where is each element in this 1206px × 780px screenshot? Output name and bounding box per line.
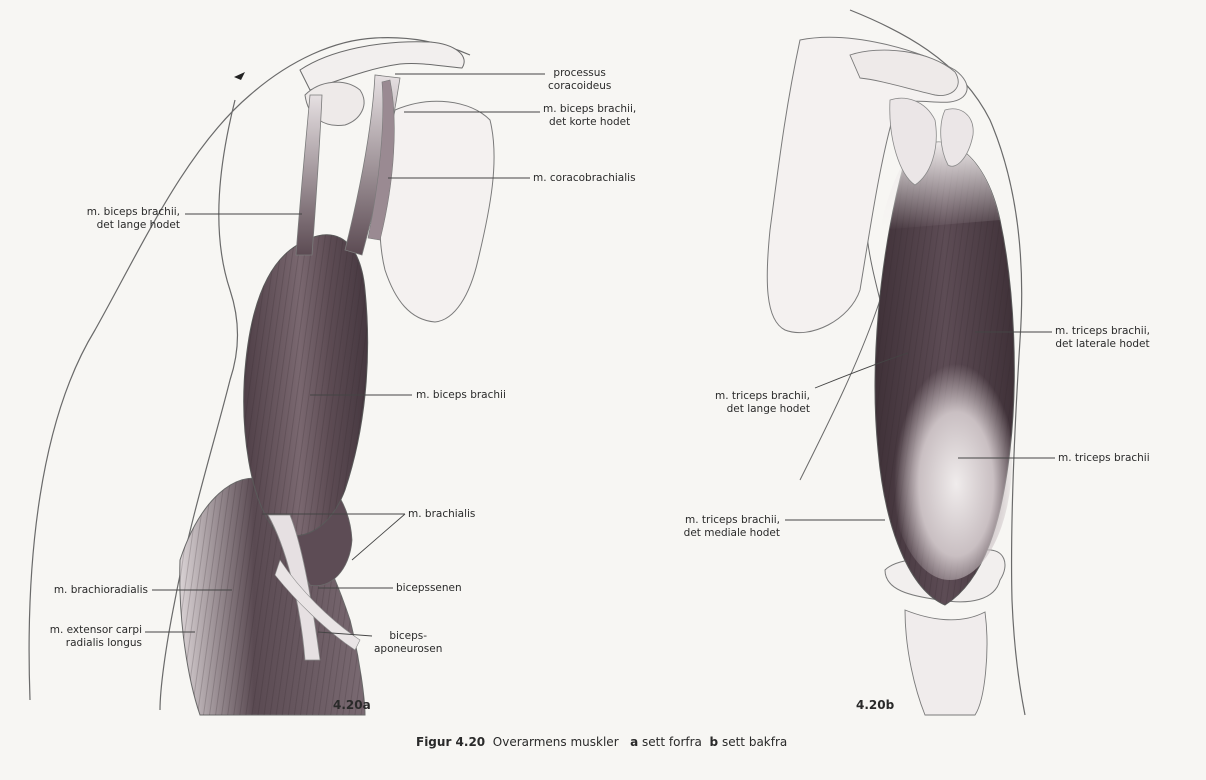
panel-id-a: 4.20a <box>333 698 371 712</box>
label-brachialis: m. brachialis <box>408 508 475 521</box>
panel-b-back-view <box>767 10 1025 715</box>
label-biceps-brachii: m. biceps brachii <box>416 389 506 402</box>
label-coracobrachialis: m. coracobrachialis <box>533 172 636 185</box>
caption-title: Overarmens muskler <box>493 735 619 749</box>
label-biceps-long-head: m. biceps brachii, det lange hodet <box>50 206 180 232</box>
triceps-tendon-area <box>888 340 1012 580</box>
label-extensor-carpi: m. extensor carpi radialis longus <box>10 624 142 650</box>
caption-a-letter: a <box>630 735 638 749</box>
figure-caption: Figur 4.20 Overarmens muskler a sett for… <box>416 735 787 749</box>
panel-id-b: 4.20b <box>856 698 894 712</box>
label-triceps-medial-head: m. triceps brachii, det mediale hodet <box>660 514 780 540</box>
label-triceps-brachii: m. triceps brachii <box>1058 452 1150 465</box>
label-biceps-aponeurosen: biceps- aponeurosen <box>374 630 442 656</box>
caption-figure-number: Figur 4.20 <box>416 735 485 749</box>
caption-a-text: sett forfra <box>642 735 702 749</box>
panel-a-front-view <box>29 38 494 715</box>
label-processus-coracoideus: processus coracoideus <box>548 67 611 93</box>
label-triceps-lateral-head: m. triceps brachii, det laterale hodet <box>1055 325 1150 351</box>
label-bicepssenen: bicepssenen <box>396 582 462 595</box>
label-brachioradialis: m. brachioradialis <box>20 584 148 597</box>
forearm-b <box>905 610 987 715</box>
caption-b-letter: b <box>710 735 719 749</box>
scapula-a <box>380 101 494 322</box>
label-biceps-short-head: m. biceps brachii, det korte hodet <box>543 103 636 129</box>
biceps-long-head-tendon <box>296 95 322 255</box>
caption-b-text: sett bakfra <box>722 735 787 749</box>
label-triceps-long-head: m. triceps brachii, det lange hodet <box>690 390 810 416</box>
